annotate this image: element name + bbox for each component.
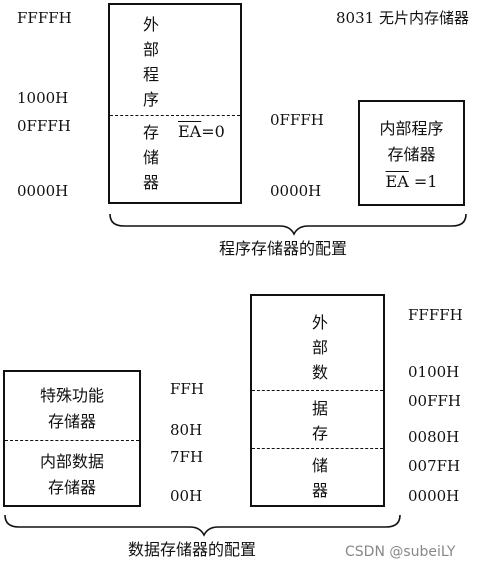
ea-value: =0 — [201, 122, 225, 141]
addr-00ffh: 00FFH — [408, 392, 461, 410]
char: 器 — [311, 481, 328, 500]
ea-zero-label: EA=0 — [178, 123, 225, 141]
char: 部 — [311, 338, 328, 357]
addr-7fh: 7FH — [170, 448, 204, 466]
addr-0fffh-right: 0FFFH — [270, 111, 324, 129]
boundary-line — [252, 390, 383, 391]
internal-program-line1: 内部程序 — [379, 119, 444, 138]
char: 序 — [142, 90, 159, 109]
external-data-memory-box: 外 部 数 据 存 储 器 — [250, 294, 385, 507]
addr-0000h-left: 0000H — [17, 182, 69, 200]
spacer — [308, 446, 332, 453]
addr-007fh: 007FH — [408, 457, 461, 475]
boundary-line — [5, 440, 139, 441]
external-program-memory-box: 外 部 程 序 存 储 器 EA=0 — [108, 3, 242, 204]
addr-ffffh-left: FFFFH — [17, 9, 72, 27]
addr-0fffh-left: 0FFFH — [17, 117, 71, 135]
char: 器 — [142, 173, 159, 192]
ea-one-label: EA =1 — [360, 170, 463, 194]
addr-00h: 00H — [170, 487, 203, 505]
char: 数 — [311, 363, 328, 382]
boundary-line — [252, 448, 383, 449]
external-data-label-lower: 据 存 储 器 — [308, 396, 332, 503]
external-program-label-upper: 外 部 程 序 — [139, 12, 163, 112]
addr-ffffh-data: FFFFH — [408, 306, 463, 324]
char: 存 — [142, 123, 159, 142]
addr-80h: 80H — [170, 421, 203, 439]
char: 据 — [311, 399, 328, 418]
char: 外 — [311, 313, 328, 332]
char: 存 — [311, 424, 328, 443]
char: 外 — [142, 15, 159, 34]
sfr-line1: 特殊功能 — [39, 386, 104, 405]
sfr-line2: 存储器 — [47, 412, 96, 431]
char: 储 — [142, 148, 159, 167]
data-memory-caption: 数据存储器的配置 — [128, 540, 257, 559]
addr-1000h: 1000H — [17, 89, 69, 107]
char: 部 — [142, 40, 159, 59]
addr-0080h: 0080H — [408, 428, 460, 446]
ram-line2: 存储器 — [47, 478, 96, 497]
program-memory-caption: 程序存储器的配置 — [219, 239, 348, 258]
addr-ffh: FFH — [170, 380, 204, 398]
addr-0000h-data: 0000H — [408, 487, 460, 505]
ea-signal: EA — [178, 122, 202, 141]
watermark: CSDN @subeiLY — [345, 544, 456, 560]
external-program-label-lower: 存 储 器 — [139, 120, 163, 195]
ea-value: =1 — [408, 172, 438, 191]
internal-program-memory-box: 内部程序 存储器 EA =1 — [358, 100, 465, 206]
ram-line1: 内部数据 — [39, 452, 104, 471]
internal-data-memory-box: 特殊功能 存储器 内部数据 存储器 — [3, 370, 141, 507]
internal-program-line2: 存储器 — [387, 145, 436, 164]
external-data-label-upper: 外 部 数 — [308, 310, 332, 385]
addr-0100h: 0100H — [408, 363, 460, 381]
ea-signal: EA — [385, 172, 409, 191]
addr-0000h-right: 0000H — [270, 182, 322, 200]
diagram-title: 8031 无片内存储器 — [336, 9, 469, 27]
char: 程 — [142, 65, 159, 84]
boundary-line — [110, 115, 240, 116]
char: 储 — [311, 456, 328, 475]
